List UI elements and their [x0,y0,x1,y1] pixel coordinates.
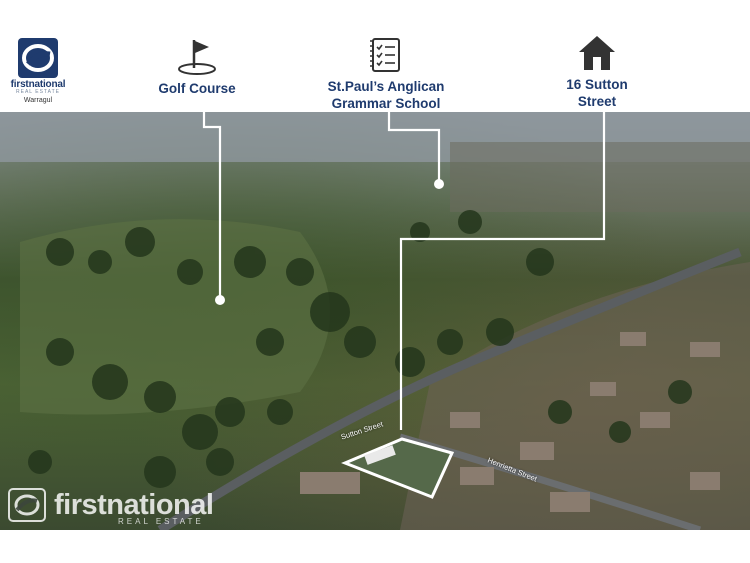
golf-course-marker [215,295,225,305]
brand-name: firstnational [10,79,66,90]
school-marker [434,179,444,189]
poi-school: St.Paul’s Anglican Grammar School [320,36,452,112]
poi-property: 16 Sutton Street [552,34,642,110]
poi-label-line1: 16 Sutton [566,77,628,92]
poi-label-line2: Street [577,94,617,109]
aerial-photo: Sutton Street Henrietta Street [0,112,750,530]
poi-golf-course: Golf Course [150,38,244,97]
house-icon [579,36,615,70]
aerial-scene [0,112,750,530]
poi-label: Golf Course [158,81,236,96]
office-name: Warragul [23,97,53,104]
watermark: firstnational REAL ESTATE [8,488,214,526]
property-outline [341,437,455,499]
school-checklist-icon [370,38,400,72]
header-bar: firstnational REAL ESTATE Warragul Golf … [0,0,750,112]
brand-tagline: REAL ESTATE [16,89,60,95]
logo-mark-icon [18,38,58,78]
brand-logo: firstnational REAL ESTATE Warragul [6,38,70,104]
poi-label-line1: St.Paul’s Anglican [327,79,445,94]
watermark-logo-icon [8,488,46,522]
watermark-tagline: REAL ESTATE [118,517,204,526]
golf-flag-icon [178,40,216,75]
connector-lines [202,112,606,430]
watermark-brand: firstnational [54,488,214,521]
footer-bar [0,530,750,563]
poi-label-line2: Grammar School [331,96,441,111]
